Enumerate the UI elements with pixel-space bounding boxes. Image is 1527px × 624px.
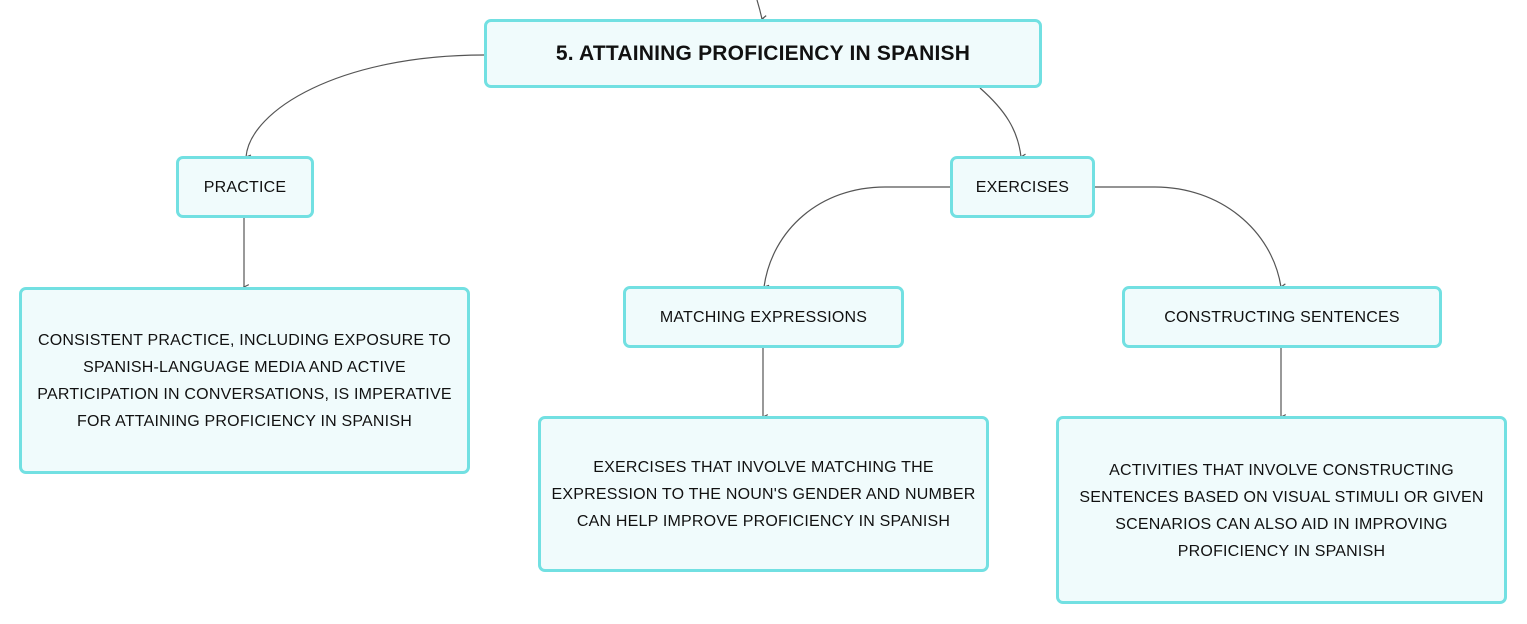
detail-line: PROFICIENCY IN SPANISH <box>1177 543 1386 560</box>
practice-node[interactable]: PRACTICE <box>176 156 314 218</box>
root-label: 5. ATTAINING PROFICIENCY IN SPANISH <box>555 42 971 65</box>
detail-line: CAN HELP IMPROVE PROFICIENCY IN SPANISH <box>576 513 951 530</box>
link-root-to-practice <box>246 54 485 157</box>
detail-line: ACTIVITIES THAT INVOLVE CONSTRUCTING <box>1109 462 1454 479</box>
detail-line: EXERCISES THAT INVOLVE MATCHING THE <box>593 459 934 476</box>
matching-expressions-label: MATCHING EXPRESSIONS <box>659 308 868 326</box>
matching-detail-node[interactable]: EXERCISES THAT INVOLVE MATCHING THE EXPR… <box>538 416 989 572</box>
detail-line: SCENARIOS CAN ALSO AID IN IMPROVING <box>1115 516 1448 533</box>
detail-line: SENTENCES BASED ON VISUAL STIMULI OR GIV… <box>1079 489 1484 506</box>
detail-line: EXPRESSION TO THE NOUN'S GENDER AND NUMB… <box>551 486 976 503</box>
practice-label: PRACTICE <box>203 178 287 196</box>
root-node[interactable]: 5. ATTAINING PROFICIENCY IN SPANISH <box>484 19 1042 88</box>
detail-line: CONSISTENT PRACTICE, INCLUDING EXPOSURE … <box>38 332 451 349</box>
matching-expressions-node[interactable]: MATCHING EXPRESSIONS <box>623 286 904 348</box>
constructing-sentences-node[interactable]: CONSTRUCTING SENTENCES <box>1122 286 1442 348</box>
link-exercises-to-matching <box>764 186 951 287</box>
exercises-node[interactable]: EXERCISES <box>950 156 1095 218</box>
exercises-label: EXERCISES <box>975 178 1070 196</box>
detail-line: FOR ATTAINING PROFICIENCY IN SPANISH <box>77 413 412 430</box>
link-root-to-exercises <box>979 87 1021 157</box>
link-exercises-to-constructing <box>1094 186 1281 287</box>
practice-detail-node[interactable]: CONSISTENT PRACTICE, INCLUDING EXPOSURE … <box>19 287 470 474</box>
detail-line: PARTICIPATION IN CONVERSATIONS, IS IMPER… <box>37 386 452 403</box>
constructing-sentences-label: CONSTRUCTING SENTENCES <box>1164 308 1400 326</box>
detail-line: SPANISH-LANGUAGE MEDIA AND ACTIVE <box>83 359 406 376</box>
constructing-detail-node[interactable]: ACTIVITIES THAT INVOLVE CONSTRUCTING SEN… <box>1056 416 1507 604</box>
link-parent-to-root <box>756 0 762 19</box>
